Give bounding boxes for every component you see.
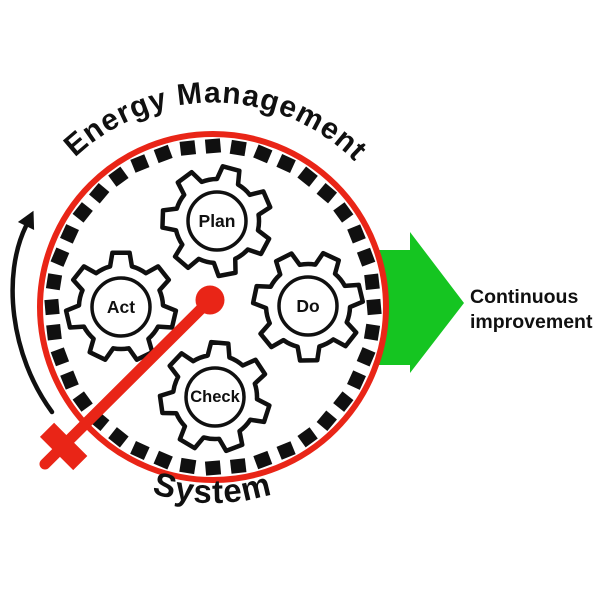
tick-mark	[204, 460, 222, 476]
tick-mark	[276, 154, 296, 173]
tick-mark	[153, 144, 173, 164]
tick-mark	[60, 370, 79, 390]
tick-mark	[204, 138, 222, 154]
tick-mark	[229, 458, 247, 474]
tick-mark	[50, 247, 70, 267]
tick-mark	[356, 247, 376, 267]
tick-mark	[364, 273, 380, 291]
tick-mark	[108, 427, 129, 448]
tick-mark	[44, 298, 60, 316]
gear-act: Act	[66, 253, 176, 360]
tick-mark	[347, 370, 366, 390]
pivot-dot	[195, 285, 225, 315]
gear-hub	[277, 275, 339, 337]
tick-mark	[153, 450, 173, 470]
indicator-hand-head	[39, 422, 88, 471]
tick-mark	[297, 427, 318, 448]
tick-mark	[253, 450, 273, 470]
tick-mark	[363, 323, 381, 341]
tick-mark	[50, 347, 70, 367]
tick-mark	[46, 323, 62, 341]
gear-hub	[184, 366, 246, 428]
arrow-caption-line1: Continuous	[470, 286, 578, 308]
rotation-arrow-icon	[10, 210, 55, 415]
tick-mark	[366, 298, 382, 316]
improvement-arrow-icon	[372, 232, 464, 373]
gear-label-act: Act	[107, 297, 135, 317]
tick-mark	[89, 182, 110, 204]
tick-mark	[347, 224, 366, 244]
gear-check: Check	[156, 338, 275, 454]
tick-mark	[60, 224, 79, 244]
tick-mark	[72, 202, 93, 223]
gear-plan: Plan	[150, 154, 284, 286]
tick-ring	[44, 138, 382, 476]
tick-mark	[356, 347, 376, 367]
tick-mark	[130, 441, 150, 460]
gear-label-check: Check	[190, 388, 240, 406]
indicator-hand-shaft	[39, 294, 216, 470]
rotation-arrow-head	[17, 210, 35, 230]
gear-hub	[90, 276, 152, 338]
tick-mark	[45, 273, 63, 291]
indicator-hand	[39, 285, 225, 471]
rotation-arrow-curve	[10, 223, 55, 415]
tick-mark	[316, 183, 338, 204]
tick-mark	[316, 410, 337, 432]
tick-mark	[229, 139, 247, 157]
gear-hub	[186, 190, 248, 252]
tick-mark	[297, 166, 318, 187]
gear-label-do: Do	[296, 296, 319, 316]
gear-label-plan: Plan	[199, 211, 236, 231]
tick-mark	[333, 202, 354, 223]
tick-mark	[179, 457, 197, 475]
tick-mark	[108, 166, 129, 187]
tick-mark	[130, 154, 150, 173]
tick-mark	[72, 391, 93, 412]
arrow-caption-line2: improvement	[470, 311, 593, 333]
tick-mark	[253, 144, 273, 164]
gear-do: Do	[236, 234, 381, 377]
tick-mark	[179, 140, 197, 156]
tick-mark	[276, 441, 296, 460]
tick-mark	[333, 391, 354, 412]
